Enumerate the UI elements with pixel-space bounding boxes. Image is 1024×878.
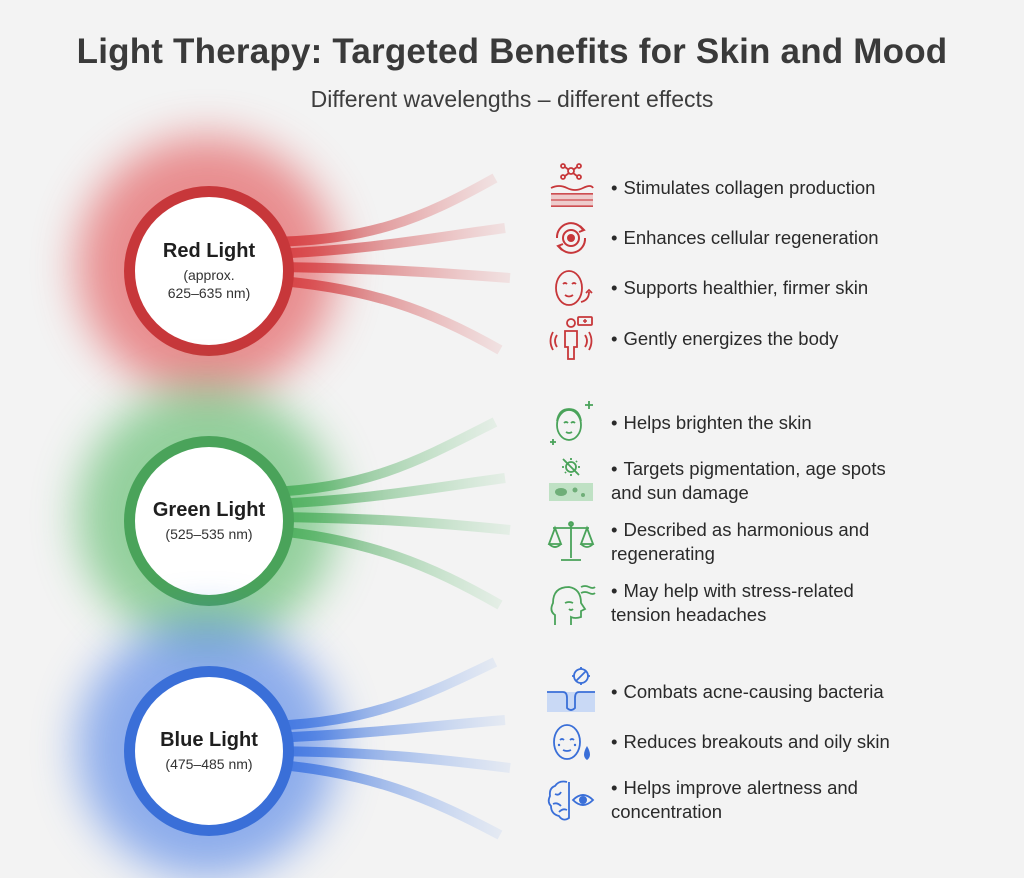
balance-scale-icon	[545, 516, 597, 568]
red-light-wavelength: (approx. 625–635 nm)	[168, 266, 251, 302]
page-title: Light Therapy: Targeted Benefits for Ski…	[76, 32, 948, 71]
red-light-name: Red Light	[162, 240, 256, 262]
red-benefit-text: •Stimulates collagen production	[611, 177, 876, 198]
blue-benefit-item: •Reduces breakouts and oily skin	[545, 716, 911, 768]
green-benefit-4-line-2: tension headaches	[611, 604, 767, 625]
red-benefit-4: Gently energizes the body	[623, 328, 839, 349]
blue-benefit-1: Combats acne-causing bacteria	[623, 681, 884, 702]
red-wavelength-approx: (approx.	[183, 267, 235, 283]
red-benefit-text: •Supports healthier, firmer skin	[611, 277, 869, 298]
red-benefit-item: •Supports healthier, firmer skin	[545, 262, 911, 314]
acne-bacteria-icon	[545, 666, 597, 718]
green-light-wavelength: (525–535 nm)	[165, 526, 253, 542]
blue-benefit-3-line-1: Helps improve alertness and	[623, 777, 858, 798]
red-light-section: Red Light (approx. 625–635 nm)	[0, 136, 1024, 396]
green-benefit-2-line-2: and sun damage	[611, 482, 749, 503]
oily-skin-face-icon	[545, 716, 597, 768]
face-firming-icon	[545, 262, 597, 314]
blue-light-wavelength: (475–485 nm)	[165, 756, 253, 772]
green-benefit-2: Targets pigmentation, age spots and sun d…	[611, 458, 886, 503]
green-light-section: Green Light (525–535 nm)	[0, 386, 1024, 646]
head-tension-icon	[545, 577, 597, 629]
blue-light-circle: Blue Light (475–485 nm)	[124, 666, 294, 836]
red-benefit-item: •Enhances cellular regeneration	[545, 212, 911, 264]
blue-light-name: Blue Light	[160, 729, 258, 751]
body-energy-icon	[545, 313, 597, 365]
green-benefit-text: •Helps brighten the skin	[611, 412, 812, 433]
blue-benefit-text: •Combats acne-causing bacteria	[611, 681, 884, 702]
page-subtitle: Different wavelengths – different effect…	[310, 86, 714, 112]
blue-benefit-3: Helps improve alertness and concentration	[611, 777, 858, 822]
blue-light-section: Blue Light (475–485 nm)	[0, 618, 1024, 878]
red-benefit-2: Enhances cellular regeneration	[623, 227, 879, 248]
green-benefit-3-line-1: Described as harmonious and	[623, 519, 870, 540]
red-light-circle: Red Light (approx. 625–635 nm)	[124, 186, 294, 356]
green-benefit-4-line-1: May help with stress-related	[623, 580, 854, 601]
green-benefit-3-line-2: regenerating	[611, 543, 715, 564]
red-wavelength-range: 625–635 nm)	[167, 285, 251, 301]
brain-eye-icon	[545, 774, 597, 826]
pigmentation-icon	[545, 455, 597, 507]
red-benefit-text: •Gently energizes the body	[611, 328, 839, 349]
red-benefit-3: Supports healthier, firmer skin	[623, 277, 869, 298]
green-benefit-item: •Helps brighten the skin	[545, 397, 911, 449]
blue-benefit-text: •Reduces breakouts and oily skin	[611, 731, 890, 752]
red-benefit-1: Stimulates collagen production	[623, 177, 876, 198]
red-benefit-item: •Gently energizes the body	[545, 313, 911, 365]
blue-benefit-2: Reduces breakouts and oily skin	[623, 731, 890, 752]
bright-face-icon	[545, 397, 597, 449]
green-light-circle: Green Light (525–535 nm)	[124, 436, 294, 606]
collagen-skin-icon	[545, 162, 597, 214]
cell-regeneration-icon	[545, 212, 597, 264]
green-benefit-4: May help with stress-related tension head…	[611, 580, 854, 625]
red-benefit-text: •Enhances cellular regeneration	[611, 227, 879, 248]
green-benefit-1: Helps brighten the skin	[623, 412, 812, 433]
blue-benefit-3-line-2: concentration	[611, 801, 723, 822]
red-benefit-item: •Stimulates collagen production	[545, 162, 911, 214]
green-benefit-3: Described as harmonious and regenerating	[611, 519, 869, 564]
green-light-name: Green Light	[152, 499, 266, 521]
green-benefit-2-line-1: Targets pigmentation, age spots	[623, 458, 886, 479]
blue-benefit-item: •Combats acne-causing bacteria	[545, 666, 911, 718]
